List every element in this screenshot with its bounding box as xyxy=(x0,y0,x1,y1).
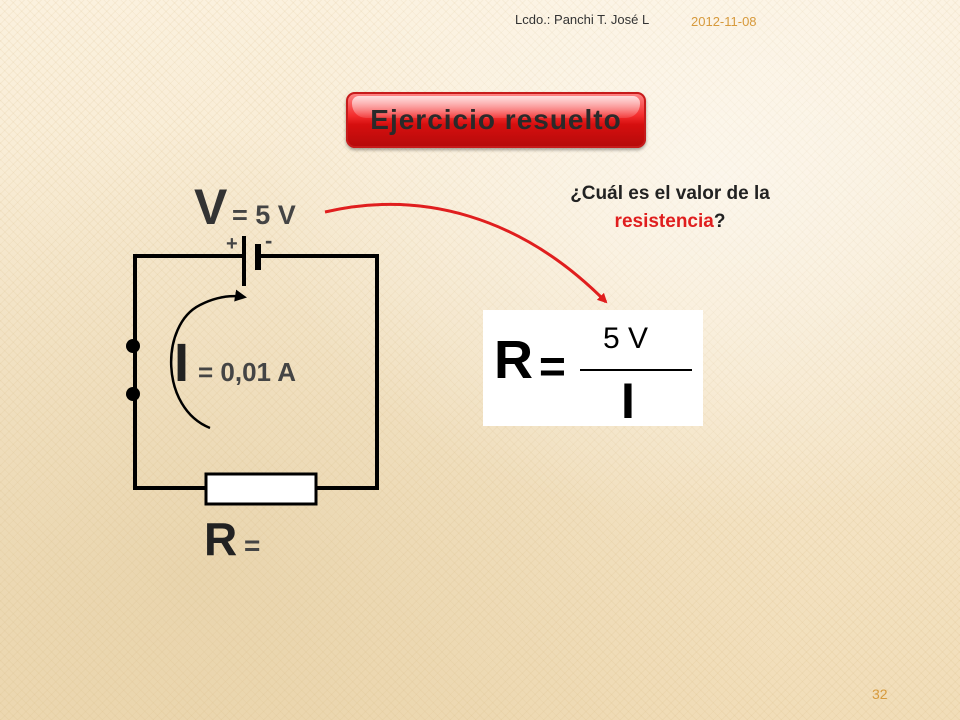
resistance-value: = xyxy=(244,530,260,561)
formula-equals: = xyxy=(539,340,566,392)
date-label: 2012-11-08 xyxy=(691,14,757,29)
terminal-dot-bottom xyxy=(126,387,140,401)
fraction-bar xyxy=(580,369,692,371)
formula-box: R = 5 V I xyxy=(483,310,703,429)
question-suffix: ? xyxy=(713,211,726,232)
formula-denominator: I xyxy=(621,373,635,429)
author-label: Lcdo.: Panchi T. José L xyxy=(515,12,650,27)
terminal-dot-top xyxy=(126,339,140,353)
battery-icon xyxy=(242,236,261,286)
current-direction-arrow-icon xyxy=(170,289,247,430)
battery-plus: + xyxy=(226,233,238,255)
voltage-value: = 5 V xyxy=(232,200,296,230)
formula-lhs: R xyxy=(494,330,533,390)
resistor-icon xyxy=(204,472,318,506)
question-prefix: ¿Cuál es el valor de la xyxy=(570,183,770,204)
current-value: = 0,01 A xyxy=(198,357,296,387)
current-symbol: I xyxy=(174,333,189,393)
voltage-symbol: V xyxy=(194,179,228,235)
formula-numerator: 5 V xyxy=(603,322,649,355)
page-number: 32 xyxy=(872,686,888,702)
title-banner: Ejercicio resuelto xyxy=(346,92,646,148)
question-highlight: resistencia xyxy=(614,211,714,232)
resistance-symbol: R xyxy=(204,513,237,565)
slide-title: Ejercicio resuelto xyxy=(370,104,622,135)
pointer-arrow-icon xyxy=(324,202,608,304)
circuit-wires xyxy=(133,254,379,490)
battery-minus: - xyxy=(265,228,272,253)
question-text: ¿Cuál es el valor de la resistencia? xyxy=(520,180,820,236)
